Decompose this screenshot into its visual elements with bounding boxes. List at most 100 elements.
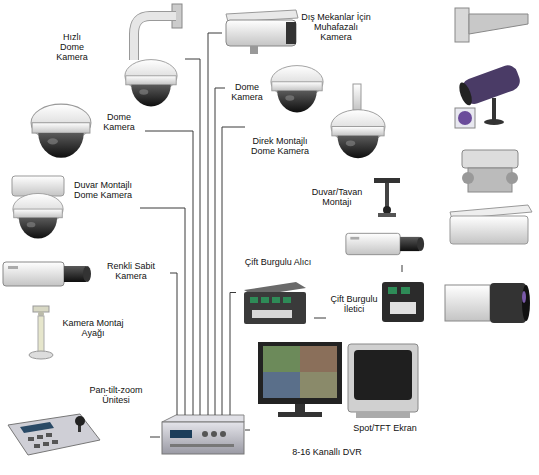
pendant-dome [331,110,385,159]
box-camera [3,262,91,286]
device-node: Pan-tilt-zoom Ünitesi [5,383,150,458]
device-label: Çift Burgulu İletici [326,294,382,314]
terminal [283,297,291,303]
device-label: Çift Burgulu Alıcı [236,257,320,267]
mount-arm [134,16,176,60]
speed-dome [125,60,177,107]
bracket-rod [385,183,389,207]
device-node: Dome Kamera [225,62,330,114]
housing-body [226,20,296,46]
ir-ring [458,111,472,125]
bracket-plate [378,213,396,217]
cable-connector [245,430,250,431]
screen-view [300,372,337,398]
pt-head-top [462,150,518,168]
tft-stand [295,404,305,412]
pt-head-body [468,168,512,192]
device-node: Dome Kamera [25,100,145,162]
lens-thumb [455,108,475,128]
wall-dome [13,193,63,238]
lens-glint [522,291,526,303]
dome-camera [31,104,91,158]
housing-body [450,216,528,244]
cable-connector [222,127,245,415]
screen-view [263,372,300,398]
screen-view [300,346,337,372]
crt-case [348,344,418,412]
device-label: Spot/TFT Ekran [350,423,420,433]
pendant-pipe [353,84,361,110]
cable-connector [140,208,185,415]
zoom-camera-body [445,285,490,321]
dvr-body [162,422,244,454]
box-camera [346,233,424,254]
cable-connector [314,318,326,319]
device-label: Renkli Sabit Kamera [98,261,164,281]
receiver-plate [252,310,292,318]
key [46,433,52,437]
key [34,444,40,448]
device-node: Çift Burgulu İletici [326,272,430,330]
zoom-lens [490,283,526,323]
pt-head-side [462,172,474,184]
device-node: Direk Montajlı Dome Kamera [245,84,390,170]
device-label: Duvar Montajlı Dome Kamera [67,180,139,200]
stand-base [29,351,53,359]
device-label: Duvar/Tavan Montajı [307,187,367,207]
keyboard-display [20,422,54,433]
crt-screen [354,350,412,400]
device-node: Çift Burgulu Alıcı [236,255,314,330]
dvr-slot [170,444,234,447]
bullet-camera [456,63,522,108]
device-node: Dış Mekanlar İçin Muhafazalı Kamera [222,8,394,58]
crt-base [356,412,410,418]
cable-connector [145,131,193,415]
cable-connector [215,88,225,415]
zoom-lens-front [522,285,530,321]
cable-connector [402,265,403,272]
keyboard-body [8,414,100,455]
housing-window [286,22,296,44]
cable-connector [170,273,177,415]
transmitter-body [382,282,424,322]
housing-foot [250,46,258,54]
receiver-body [244,292,306,324]
tft-bezel [258,342,342,404]
device-node: Renkli Sabit Kamera [0,255,170,291]
bracket-arm [469,14,528,34]
terminal [401,287,410,294]
wall-box [12,176,64,196]
device-label: Hızlı Dome Kamera [50,32,94,62]
device-label: Dome Kamera [225,82,269,102]
device-node: Duvar Montajlı Dome Kamera [5,172,140,244]
device-node: Spot/TFT Ekran [250,335,422,438]
terminal [261,297,269,303]
device-label: Dış Mekanlar İçin Muhafazalı Kamera [298,12,374,42]
bracket-joint [383,206,391,214]
dvr-button [220,431,226,437]
terminal [272,297,280,303]
device-label: Direk Montajlı Dome Kamera [245,136,315,156]
dvr-display [170,430,192,438]
bullet-stand [492,98,496,120]
device-node: Kamera Montaj Ayağı [25,300,135,362]
bullet-base [484,119,504,125]
transmitter-label-plate [390,302,416,314]
mount-arm [134,16,176,60]
cable-connector [230,293,236,416]
joystick [75,416,85,426]
bullet-front [457,81,475,107]
dome-camera [271,66,323,113]
device-node: Duvar/Tavan Montajı [305,175,430,265]
bracket-plate [455,8,469,42]
key [37,435,43,439]
device-node: 8-16 Kanallı DVR [160,415,245,459]
cable-connector [150,437,160,438]
dvr-button [202,431,208,437]
device-label: 8-16 Kanallı DVR [282,447,372,457]
device-node: Hızlı Dome Kamera [50,8,185,110]
